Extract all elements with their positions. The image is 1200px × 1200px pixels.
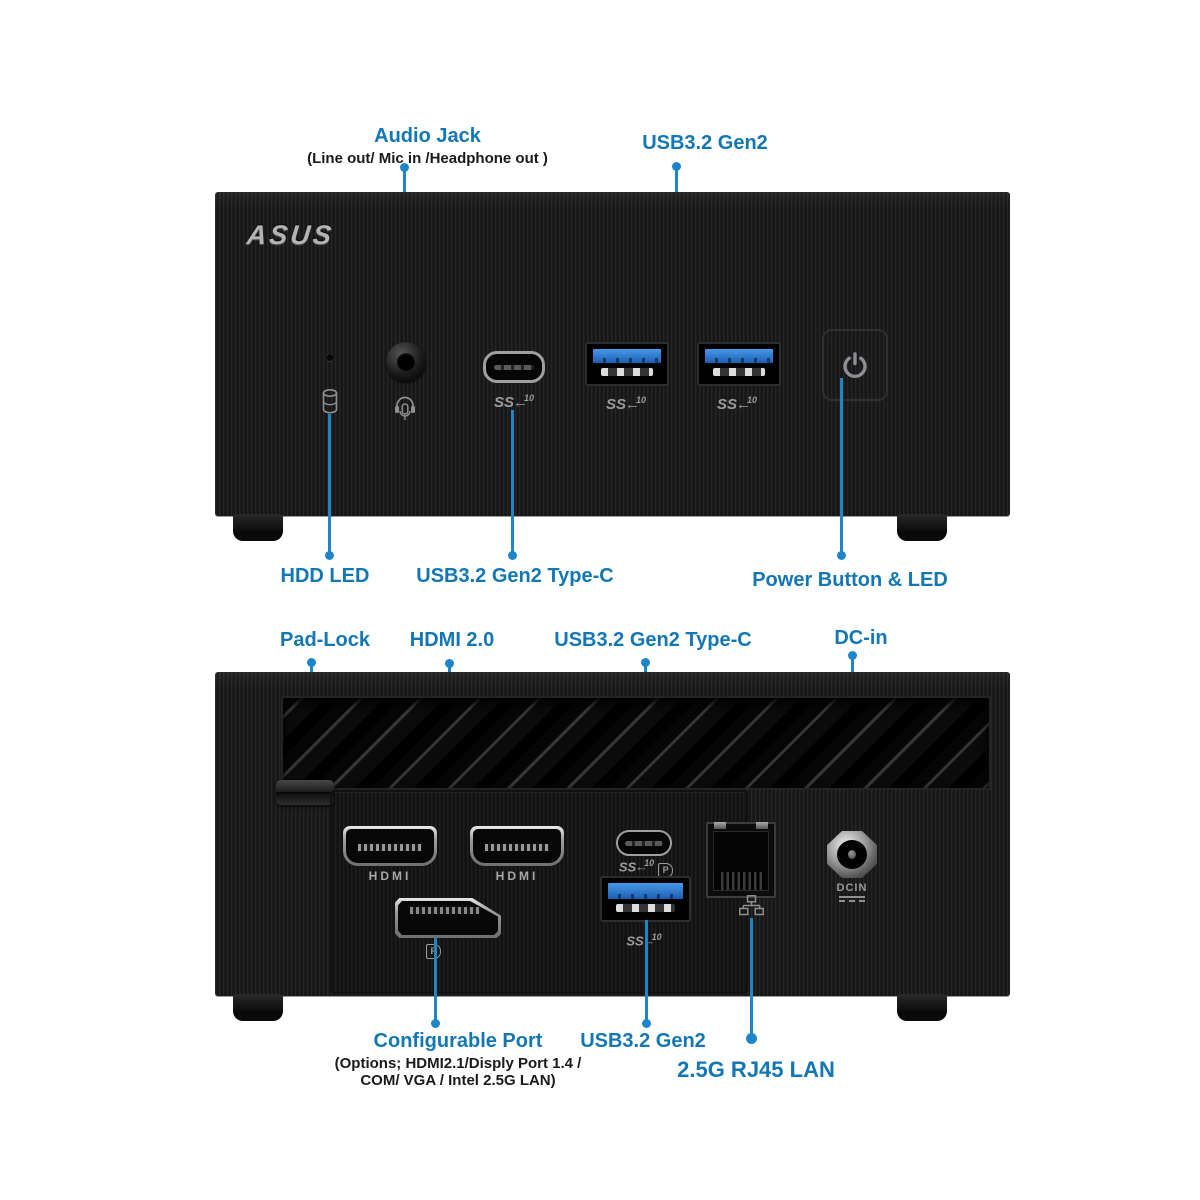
pad-lock-label: Pad-Lock [279,629,371,651]
power-icon [843,352,867,379]
hdmi-port-2 [470,826,564,866]
lan-label: 2.5G RJ45 LAN [677,1057,835,1082]
usb-c-port-rear [616,830,672,856]
hdmi-leader-dot [445,659,454,668]
usb-a-contacts [616,904,675,912]
configurable-leader-line [434,938,437,1022]
usb-a2-speed-mark: SS←10 [716,395,758,413]
dc-symbol-solid [839,896,865,898]
pad-lock-slot [276,780,334,805]
configurable-leader-dot [431,1019,440,1028]
rj45-lan-port [706,822,776,898]
lan-network-icon [739,895,764,916]
hdmi-label-annotation: HDMI 2.0 [409,629,495,651]
hdd-icon [322,388,338,414]
rear-foot-right [897,994,947,1021]
usb-a-contacts [601,368,653,376]
usb-gen2-leader-dot [672,162,681,171]
rear-foot-left [233,994,283,1021]
dc-in-label: DC-in [834,627,888,649]
dcin-marking: DCIN [825,882,879,902]
front-foot-left [233,514,283,541]
power-leader-line [840,378,843,554]
headset-mic-icon [395,396,415,420]
usb-gen2-rear-leader-line [645,920,648,1022]
pad-lock-leader-dot [307,658,316,667]
usb-c-tongue [493,364,535,370]
audio-jack-label: Audio Jack (Line out/ Mic in /Headphone … [305,125,550,168]
hdd-led-leader-dot [325,551,334,560]
usb-gen2-front-label: USB3.2 Gen2 [642,132,768,154]
hdd-led-label: HDD LED [280,565,370,587]
hdd-led-leader-line [328,414,331,554]
usb-a-contacts [713,368,765,376]
usb-c-port-front [483,351,545,383]
hdmi-port-1 [343,826,437,866]
usb-c-tongue [625,840,663,846]
usb-gen2-rear-label: USB3.2 Gen2 [580,1030,706,1052]
usb-a-port-1 [585,342,669,386]
dc-in-leader-dot [848,651,857,660]
front-foot-right [897,514,947,541]
power-leader-dot [837,551,846,560]
usb-typec-rear-label: USB3.2 Gen2 Type-C [554,629,752,651]
audio-jack-port [386,342,426,382]
hdmi-port-1-label: HDMI [368,869,412,883]
usb-a-port-2 [697,342,781,386]
configurable-port-subtitle-1: (Options; HDMI2.1/Disply Port 1.4 / [334,1055,582,1072]
audio-jack-hole [397,353,415,371]
power-button [822,329,888,401]
asus-logo: ASUS [245,220,336,250]
usb-a-port-rear [600,876,691,922]
hdd-led [327,355,333,361]
usb-gen2-rear-leader-dot [642,1019,651,1028]
dc-in-jack [827,831,877,878]
audio-jack-leader-dot [400,163,409,172]
configurable-port-subtitle-2: COM/ VGA / Intel 2.5G LAN) [360,1072,556,1090]
displayport-icon: P [426,944,441,959]
usb-typec-front-label: USB3.2 Gen2 Type-C [416,565,614,587]
exhaust-vent [281,696,991,790]
lan-leader-dot [746,1033,757,1044]
hdmi-port-2-label: HDMI [495,869,539,883]
power-button-label: Power Button & LED [752,569,948,591]
audio-jack-label-subtitle: (Line out/ Mic in /Headphone out ) [307,150,548,167]
usb-typec-leader-dot [508,551,517,560]
displayport-port [395,898,501,938]
configurable-port-label: Configurable Port (Options; HDMI2.1/Disp… [318,1031,598,1090]
audio-jack-label-title: Audio Jack [374,125,481,147]
dc-symbol-dashed [839,900,865,902]
usb-a1-speed-mark: SS←10 [605,395,647,413]
usb-a-tongue [705,349,773,363]
usb-c-front-speed-mark: SS←10 [493,393,535,411]
usb-a-tongue [608,883,683,899]
usb-a-tongue [593,349,661,363]
usb-typec-leader-line [511,410,514,554]
usb-typec-rear-leader-dot [641,658,650,667]
usb-a-rear-speed-mark: SS←10 [626,932,662,949]
lan-leader-line [750,918,753,1036]
usb-c-rear-speed-mark: SS←10P [606,858,686,879]
